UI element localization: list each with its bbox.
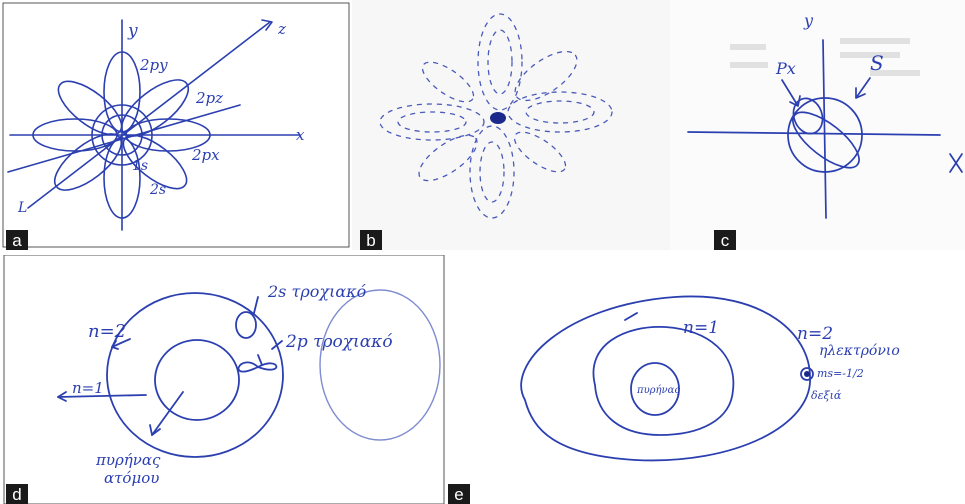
electron-label: ηλεκτρόνιο	[819, 343, 900, 359]
nucleus-label-line2: ατόμου	[104, 469, 159, 487]
orbital-2p-label: 2p τροχιακό	[285, 332, 393, 352]
panel-e-label: e	[448, 484, 470, 504]
panel-d: 2s τροχιακό 2p τροχιακό n=2 n=1 πυρήνας …	[0, 255, 445, 504]
panel-e: n=1 n=2 ηλεκτρόνιο πυρήνας ms=-1/2 δεξιά…	[445, 255, 965, 504]
shell-n1-label: n=1	[683, 318, 719, 338]
panel-b-drawing	[352, 0, 670, 250]
nucleus-label-line1: πυρήνας	[95, 451, 161, 469]
panel-d-drawing: 2s τροχιακό 2p τροχιακό n=2 n=1 πυρήνας …	[3, 255, 445, 504]
orbital-2px-label: 2px	[191, 146, 220, 164]
panel-c-drawing: y Px S x	[670, 0, 965, 250]
shell-n1-label: n=1	[72, 379, 104, 397]
axis-x-label: x	[296, 126, 305, 144]
orbital-1s-label: 1s	[132, 158, 148, 174]
orbital-s-label: S	[870, 51, 884, 75]
axis-y-label: y	[127, 21, 138, 41]
axis-z-label: z	[277, 20, 286, 38]
orbital-2s-label: 2s	[149, 182, 166, 198]
panel-e-drawing: n=1 n=2 ηλεκτρόνιο πυρήνας ms=-1/2 δεξιά	[445, 255, 965, 504]
axis-y-label: y	[803, 11, 814, 30]
panel-b-label: b	[360, 230, 382, 250]
nucleus-label: πυρήνας	[636, 385, 680, 396]
panel-a-label: a	[6, 230, 28, 250]
panel-a: y z x L 2py 2pz 2px 1s 2s a	[0, 0, 352, 250]
panel-c: y Px S x c	[670, 0, 965, 250]
shell-n2-label: n=2	[88, 321, 126, 342]
orbital-2pz-label: 2pz	[195, 89, 223, 107]
orbital-px-label: Px	[775, 59, 796, 78]
spin-label: ms=-1/2	[817, 367, 864, 380]
orbital-2py-label: 2py	[139, 56, 168, 74]
panel-a-drawing: y z x L 2py 2pz 2px 1s 2s	[2, 2, 350, 248]
spin-direction-label: δεξιά	[811, 389, 842, 402]
panel-d-label: d	[6, 484, 28, 504]
orbital-2s-label: 2s τροχιακό	[267, 282, 367, 301]
panel-c-label: c	[714, 230, 736, 250]
panel-b: b	[352, 0, 670, 250]
nucleus-dot	[490, 112, 506, 124]
shell-n2-label: n=2	[797, 324, 833, 344]
axis-lower-label: L	[17, 200, 27, 216]
